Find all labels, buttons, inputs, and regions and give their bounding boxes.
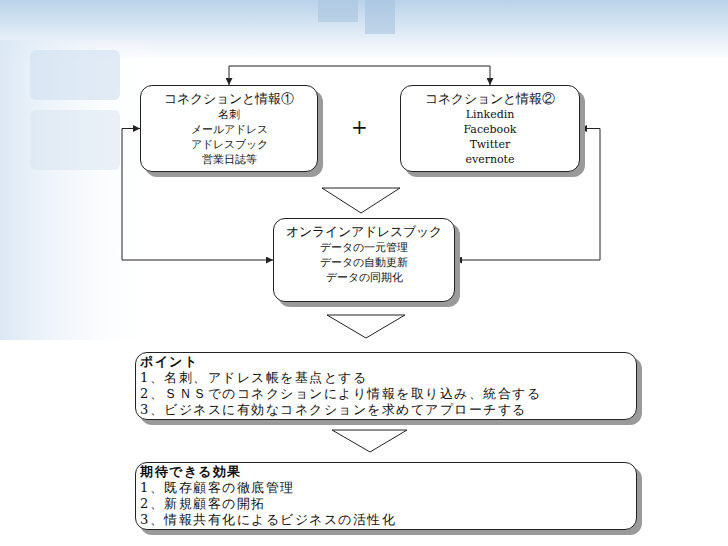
box-item: evernote xyxy=(411,152,569,167)
window-deco xyxy=(30,50,120,100)
box-item: データの同期化 xyxy=(280,270,448,285)
box-item: 営業日誌等 xyxy=(151,152,307,167)
box-item: データの一元管理 xyxy=(280,240,448,255)
box-heading: オンラインアドレスブック xyxy=(280,223,448,240)
box-heading: 期待できる効果 xyxy=(140,464,632,480)
left-band xyxy=(0,40,160,340)
box-item: 2、新規顧客の開拓 xyxy=(140,496,632,512)
process-box: コネクションと情報②LinkedinFacebookTwitterevernot… xyxy=(400,85,580,172)
window-deco xyxy=(365,0,395,34)
plus-sign: + xyxy=(351,117,368,137)
process-box: オンラインアドレスブックデータの一元管理データの自動更新データの同期化 xyxy=(273,218,455,302)
window-deco xyxy=(30,110,120,170)
box-item: 3、ビジネスに有効なコネクションを求めてアプローチする xyxy=(140,402,632,418)
summary-box: ポイント1、名刺、アドレス帳を基点とする2、ＳＮＳでのコネクションにより情報を取… xyxy=(135,352,637,420)
box-item: Facebook xyxy=(411,122,569,137)
box-item: メールアドレス xyxy=(151,122,307,137)
box-item: 3、情報共有化によるビジネスの活性化 xyxy=(140,512,632,528)
window-deco xyxy=(318,0,358,22)
box-heading: ポイント xyxy=(140,354,632,370)
box-item: Linkedin xyxy=(411,107,569,122)
flow-triangle xyxy=(322,188,400,213)
box-item: 2、ＳＮＳでのコネクションにより情報を取り込み、統合する xyxy=(140,386,632,402)
box-item: 1、名刺、アドレス帳を基点とする xyxy=(140,370,632,386)
process-box: コネクションと情報①名刺メールアドレスアドレスブック営業日誌等 xyxy=(140,85,318,172)
box-heading: コネクションと情報① xyxy=(151,90,307,107)
flow-triangle xyxy=(332,430,407,452)
box-item: データの自動更新 xyxy=(280,255,448,270)
flow-triangle xyxy=(327,315,405,338)
box-item: アドレスブック xyxy=(151,137,307,152)
box-heading: コネクションと情報② xyxy=(411,90,569,107)
box-item: 1、既存顧客の徹底管理 xyxy=(140,480,632,496)
box-item: Twitter xyxy=(411,137,569,152)
box-item: 名刺 xyxy=(151,107,307,122)
summary-box: 期待できる効果1、既存顧客の徹底管理2、新規顧客の開拓3、情報共有化によるビジネ… xyxy=(135,462,637,530)
connector xyxy=(229,66,490,85)
